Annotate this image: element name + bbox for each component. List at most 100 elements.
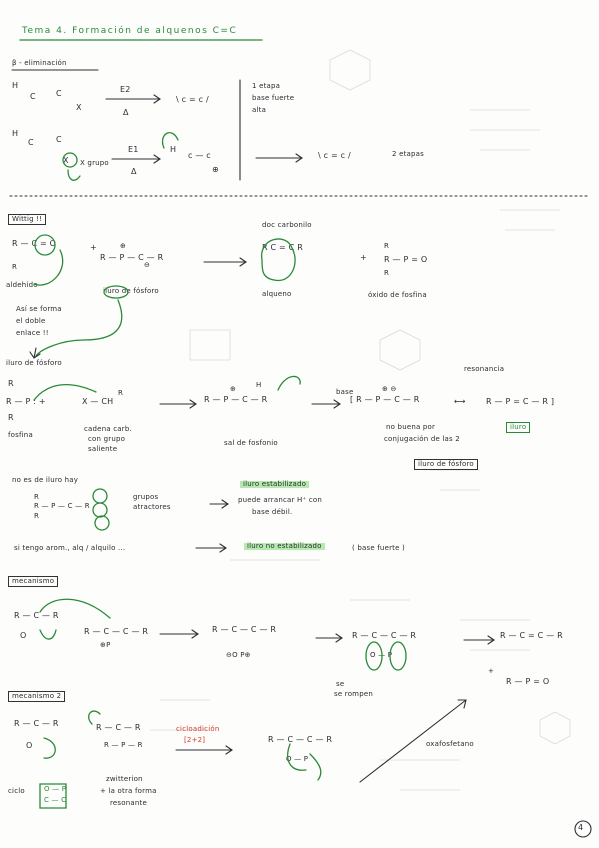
- plus-sign-1: +: [90, 243, 97, 252]
- iluro-curve: [33, 383, 97, 401]
- stab-ylide-r1: R: [34, 493, 40, 501]
- mech-arrow-3: [463, 635, 495, 645]
- alqueno-label: alqueno: [262, 290, 292, 298]
- base-fuerte-label: ( base fuerte ): [352, 544, 405, 552]
- sin-grupo-line: si tengo arom., alq / alquilo ...: [14, 544, 126, 552]
- mech-p: ⊕P: [100, 641, 111, 649]
- fosfina-label: fosfina: [8, 431, 33, 439]
- cicloadicion-label: cicloadición: [176, 725, 220, 733]
- mech-product-alkene: R — C = C — R: [500, 631, 563, 640]
- cadena-line-1: cadena carb.: [84, 425, 132, 433]
- carbocation: c — c: [188, 151, 211, 160]
- mech2-ylide: R — C — R: [96, 723, 141, 732]
- iluro-arrow-1: [159, 399, 197, 409]
- cadena-line-2: con grupo: [88, 435, 126, 443]
- alkene-product: R C = C R: [262, 243, 303, 252]
- phosphonium-salt: R — P — C — R: [204, 395, 268, 404]
- mech-plus: +: [488, 667, 495, 675]
- alkyl-halide-r: R: [118, 389, 124, 397]
- se-rompen-line-2: se rompen: [334, 690, 373, 698]
- base-label: base: [336, 388, 354, 396]
- mech-carbonyl: R — C — R: [14, 611, 59, 620]
- ciclo-box: [39, 783, 67, 809]
- mech2-ring-top: R — C — C — R: [268, 735, 333, 744]
- reactant-c1: C: [30, 92, 36, 101]
- mech-arrow-1: [159, 629, 199, 639]
- wittig-o-tail: [33, 249, 64, 286]
- ciclo-p: P: [61, 785, 67, 793]
- phosphine-r1: R: [8, 379, 14, 388]
- plus-sign-2: +: [360, 253, 367, 262]
- otra-forma-line-1: + la otra forma: [100, 787, 157, 795]
- iluro-estabilizado-label: iluro estabilizado: [240, 481, 310, 488]
- resonancia-label: resonancia: [464, 365, 505, 373]
- e1-label: E1: [128, 145, 139, 154]
- mech-ylide: R — C — C — R: [84, 627, 149, 636]
- mech-betaine: R — C — C — R: [212, 625, 277, 634]
- oxafosfetano-label: oxafosfetano: [426, 740, 474, 748]
- mech2-ylide-p: R — P — R: [104, 741, 143, 749]
- iluro-label: iluro de fósforo: [103, 287, 159, 295]
- ciclo-c2: C: [61, 796, 67, 804]
- mech-oxaphosphetane: R — C — C — R: [352, 631, 417, 640]
- e2-arrow: [105, 94, 161, 104]
- iluro-formulas-box: iluro de fósforo: [414, 459, 478, 470]
- aldehyde-formula: R — C = O: [12, 239, 57, 248]
- leaving-group-circle: [62, 152, 78, 168]
- zwitterion-label: zwitterion: [106, 775, 143, 783]
- down-arrow: [29, 347, 41, 359]
- oxide-r1: R: [384, 242, 390, 250]
- mech2-ring-bottom: O — P: [286, 755, 309, 763]
- aldehyde-r2: R: [12, 263, 18, 271]
- oxido-label: óxido de fosfina: [368, 291, 427, 299]
- reactant-x: X: [76, 103, 82, 112]
- e2-note-1: 1 etapa: [252, 82, 281, 90]
- mech2-curve-2: [88, 710, 101, 725]
- e1-curved-arrow: [161, 132, 179, 149]
- alkene-outline: [261, 238, 296, 281]
- se-rompen-line-1: se: [336, 680, 345, 688]
- iluro-heading: iluro de fósforo: [6, 359, 62, 367]
- estabilizado-line1: no es de iluro hay: [12, 476, 79, 484]
- ciclo-o1: O: [44, 785, 50, 793]
- mech2-arrow: [175, 745, 233, 755]
- leaving-group-tail: [67, 169, 81, 181]
- ciclo-box-top: O — P: [44, 785, 67, 793]
- grupo-saliente-label: X grupo: [80, 159, 109, 167]
- page-number: 4: [578, 823, 584, 832]
- ilide-loop: [35, 299, 123, 357]
- mecanismo-heading: mecanismo: [8, 576, 59, 587]
- iluro-no-estabilizado-label: iluro no estabilizado: [244, 543, 325, 550]
- eliminacion-heading: β - eliminación: [12, 59, 67, 67]
- mech-curve-1: [39, 598, 111, 619]
- long-diagonal-arrow: [359, 699, 467, 783]
- ciclo-c1: C: [44, 796, 50, 804]
- stab-ylide: R — P — C — R: [34, 502, 90, 510]
- puede-line-1: puede arrancar H⁺ con: [238, 496, 323, 504]
- page-title: Tema 4. Formación de alquenos C=C: [22, 26, 238, 36]
- phosphonium-h: H: [256, 381, 262, 389]
- wittig-note-1: Así se forma: [16, 305, 62, 313]
- mech-o: O: [20, 631, 27, 640]
- mech2-curve: [43, 737, 56, 759]
- phosphonium-plus: ⊕: [230, 385, 237, 393]
- reactant-h: H: [12, 81, 19, 90]
- wittig-heading: Wittig !!: [8, 214, 47, 225]
- ylide-formula: R — P — C — R: [100, 253, 164, 262]
- product-alkene-1: \ c = c /: [176, 95, 209, 104]
- cicloadicion-num: [2+2]: [184, 736, 206, 744]
- reactant2-c2: C: [56, 135, 62, 144]
- stab-arrow: [209, 499, 229, 509]
- wittig-arrow: [203, 257, 247, 267]
- ylide-minus: ⊖: [144, 261, 151, 269]
- sal-label: sal de fosfonio: [224, 439, 278, 447]
- no-buena-line-2: conjugación de las 2: [384, 435, 460, 443]
- no-buena-line-1: no buena por: [386, 423, 436, 431]
- reactant2-x: X: [63, 156, 69, 165]
- mecanismo2-heading: mecanismo 2: [8, 691, 66, 702]
- stab-ylide-r3: R: [34, 512, 40, 520]
- e2-note-2: base fuerte: [252, 94, 295, 102]
- puede-line-2: base débil.: [252, 508, 293, 516]
- mech2-ring-bracket: [287, 743, 307, 771]
